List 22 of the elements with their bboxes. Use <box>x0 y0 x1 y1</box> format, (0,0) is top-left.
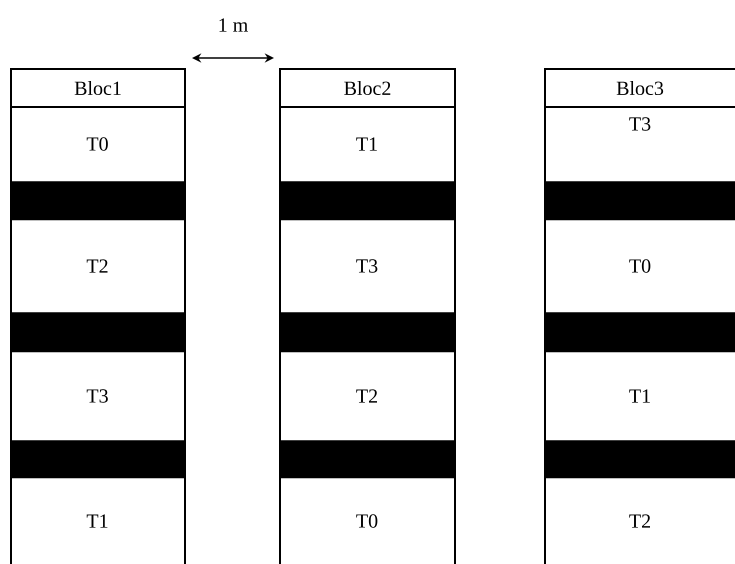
path-strip <box>545 440 735 478</box>
path-strip <box>545 312 735 352</box>
plot-cell: T1 <box>86 514 108 528</box>
path-strip <box>545 181 735 220</box>
plot-cell: T3 <box>629 117 650 131</box>
path-strip <box>11 440 184 478</box>
plot-cell: T0 <box>86 137 108 151</box>
plot-cell: T2 <box>86 259 108 273</box>
path-strip <box>280 440 454 478</box>
plot-cell: T0 <box>629 259 650 273</box>
plot-cell: T3 <box>86 389 108 403</box>
path-strip <box>280 181 454 220</box>
path-strip <box>280 312 454 352</box>
path-strip <box>11 181 184 220</box>
plot-cell: T2 <box>356 389 377 403</box>
plot-cell: T3 <box>356 259 378 273</box>
dimension-label: 1 m <box>219 18 248 32</box>
plot-cell: T2 <box>629 514 650 528</box>
plot-cell: T1 <box>356 137 377 151</box>
plot-cell: T0 <box>356 514 378 528</box>
plot-cell: T1 <box>629 389 650 403</box>
path-strip <box>11 312 184 352</box>
